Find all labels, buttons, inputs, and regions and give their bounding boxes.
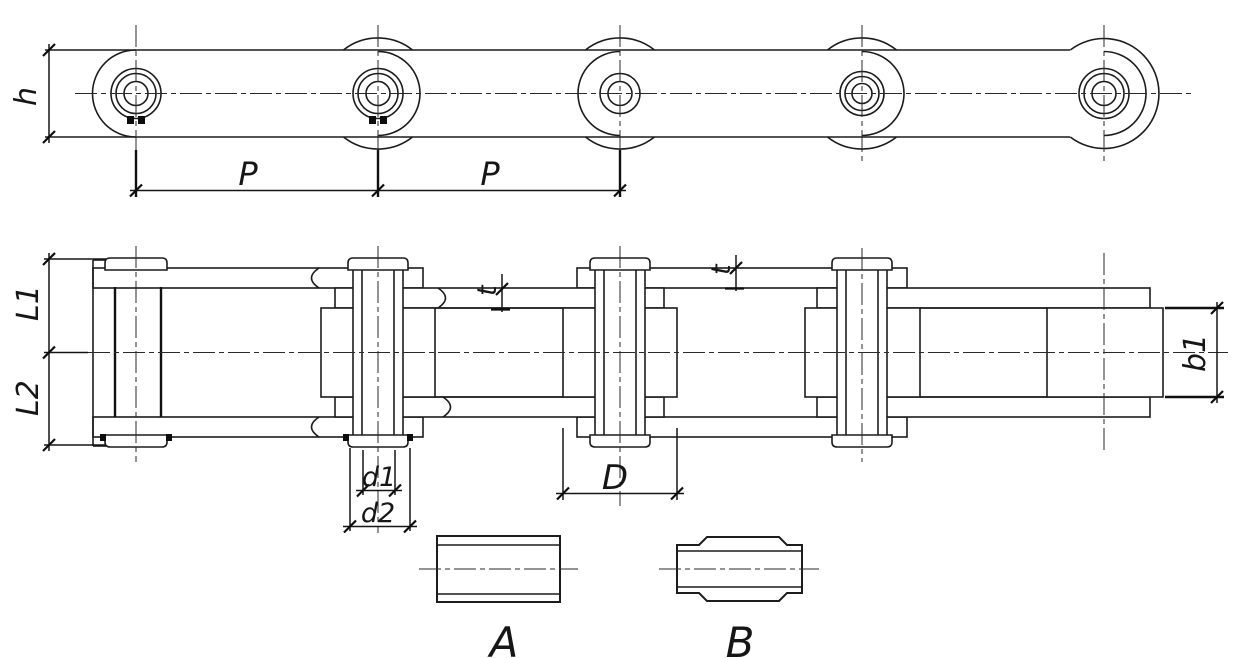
dim-d2-label: d2 [361, 498, 395, 529]
dim-l2-label: L2 [11, 380, 46, 416]
inner-plates [334, 287, 1151, 418]
dim-h-label: h [9, 87, 44, 106]
dim-p2-label: P [480, 155, 500, 193]
side-view: h P P [9, 25, 1192, 198]
side-view-centerlines [75, 25, 1192, 164]
dim-p: P P [129, 150, 627, 198]
dim-b1: b1 [1165, 301, 1224, 404]
clip-marks [127, 116, 387, 124]
dim-l1-l2: L1 L2 [11, 252, 106, 452]
dim-d1: d1 [356, 450, 402, 498]
dim-t1-label: t [472, 284, 503, 296]
dim-h: h [9, 43, 56, 144]
dim-d1-label: d1 [362, 462, 396, 493]
detail-b-label: B [726, 618, 755, 658]
detail-view-b: B [659, 536, 819, 658]
dim-l1-label: L1 [11, 285, 46, 321]
dim-roller-diameter: D [556, 428, 684, 501]
dim-t-outer-plate: t [706, 255, 744, 291]
plan-view: L1 L2 t t d1 [11, 246, 1228, 534]
dim-t-inner-plate: t [472, 274, 510, 312]
detail-view-a: A [419, 535, 578, 658]
detail-a-label: A [487, 618, 519, 658]
break-curves [310, 267, 452, 438]
dim-d2: d2 [343, 448, 417, 534]
dim-p1-label: P [238, 155, 258, 193]
dim-t2-label: t [706, 263, 737, 275]
bushing-lines [435, 307, 1047, 398]
dim-d-label: D [602, 458, 628, 498]
plan-view-centerlines [88, 246, 1228, 533]
dim-b1-label: b1 [1178, 334, 1213, 372]
